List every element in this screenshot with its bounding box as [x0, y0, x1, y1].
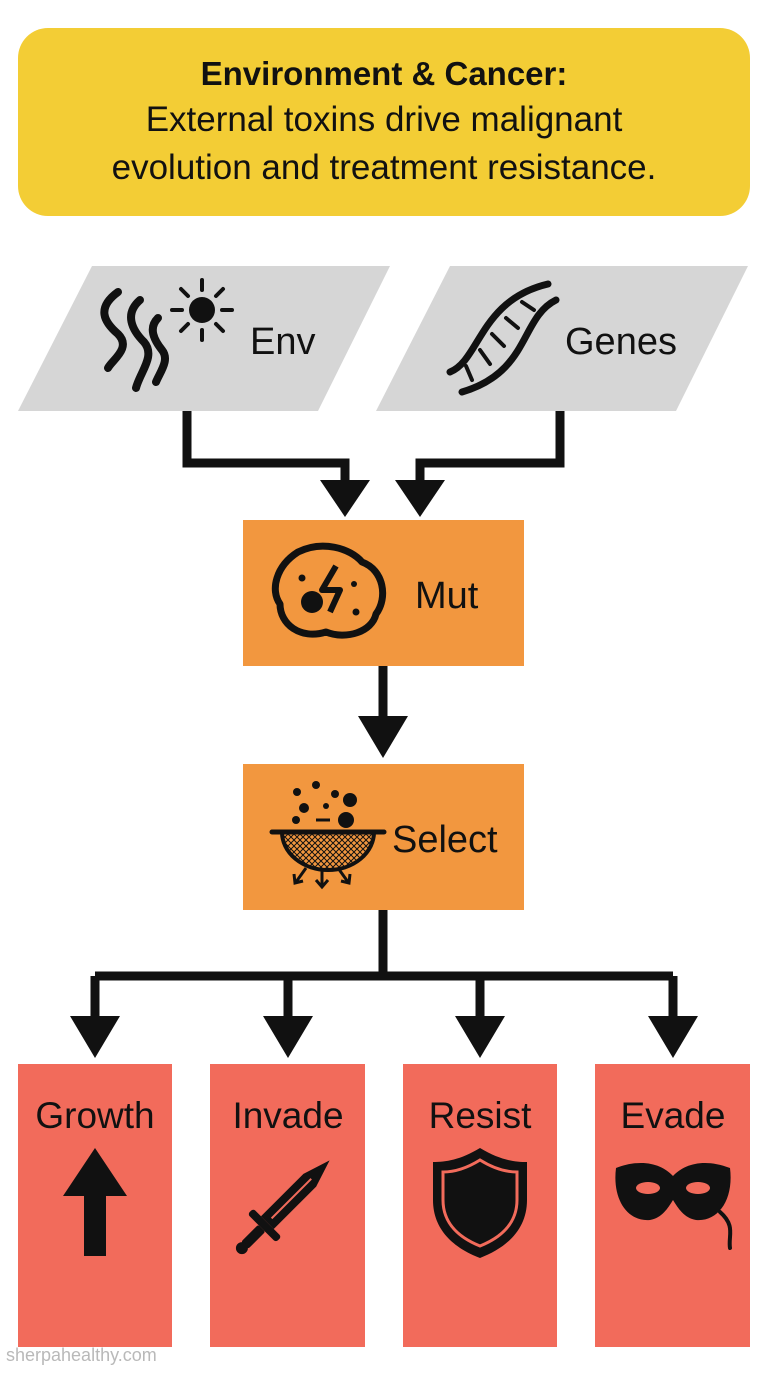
- dagger-icon: [235, 1160, 330, 1255]
- arrowhead-env-to-mut: [320, 480, 370, 517]
- outcome-evade: Evade: [595, 1064, 750, 1347]
- arrowhead-to-invade: [263, 1016, 313, 1058]
- arrowhead-to-growth: [70, 1016, 120, 1058]
- sun-icon: [170, 278, 234, 342]
- outcome-invade-label: Invade: [232, 1095, 343, 1136]
- step-select: Select: [243, 764, 524, 910]
- outcome-evade-label: Evade: [621, 1095, 726, 1136]
- up-arrow-icon: [63, 1148, 127, 1256]
- input-env-label: Env: [250, 321, 315, 363]
- dna-icon: [446, 280, 560, 396]
- outcome-growth-label: Growth: [35, 1095, 154, 1136]
- arrowhead-mut-to-select: [358, 716, 408, 758]
- header-title: Environment & Cancer:: [200, 55, 568, 92]
- connector-genes-to-mut: [415, 411, 565, 488]
- connector-env-to-mut: [182, 411, 350, 488]
- mask-icon: [615, 1162, 733, 1250]
- connector-select-to-outcomes: [90, 910, 678, 1022]
- outcome-resist-label: Resist: [429, 1095, 533, 1136]
- input-genes: Genes: [376, 266, 748, 411]
- shield-icon: [433, 1148, 527, 1258]
- arrowhead-to-resist: [455, 1016, 505, 1058]
- input-env: Env: [18, 266, 390, 411]
- header-banner: Environment & Cancer: External toxins dr…: [18, 28, 750, 216]
- header-subtitle-line-1: External toxins drive malignant: [145, 100, 623, 139]
- arrowhead-genes-to-mut: [395, 480, 445, 517]
- step-mut-label: Mut: [415, 575, 479, 617]
- step-mut: Mut: [243, 520, 524, 666]
- smoke-icon: [100, 288, 169, 392]
- outcome-growth: Growth: [18, 1064, 172, 1347]
- input-genes-label: Genes: [565, 321, 677, 363]
- step-select-label: Select: [392, 819, 498, 861]
- header-subtitle-line-2: evolution and treatment resistance.: [111, 148, 657, 187]
- arrowhead-to-evade: [648, 1016, 698, 1058]
- outcome-invade: Invade: [210, 1064, 365, 1347]
- watermark: sherpahealthy.com: [6, 1345, 157, 1365]
- sieve-icon: [269, 781, 387, 890]
- damaged-cell-icon: [271, 542, 387, 639]
- outcome-resist: Resist: [403, 1064, 557, 1347]
